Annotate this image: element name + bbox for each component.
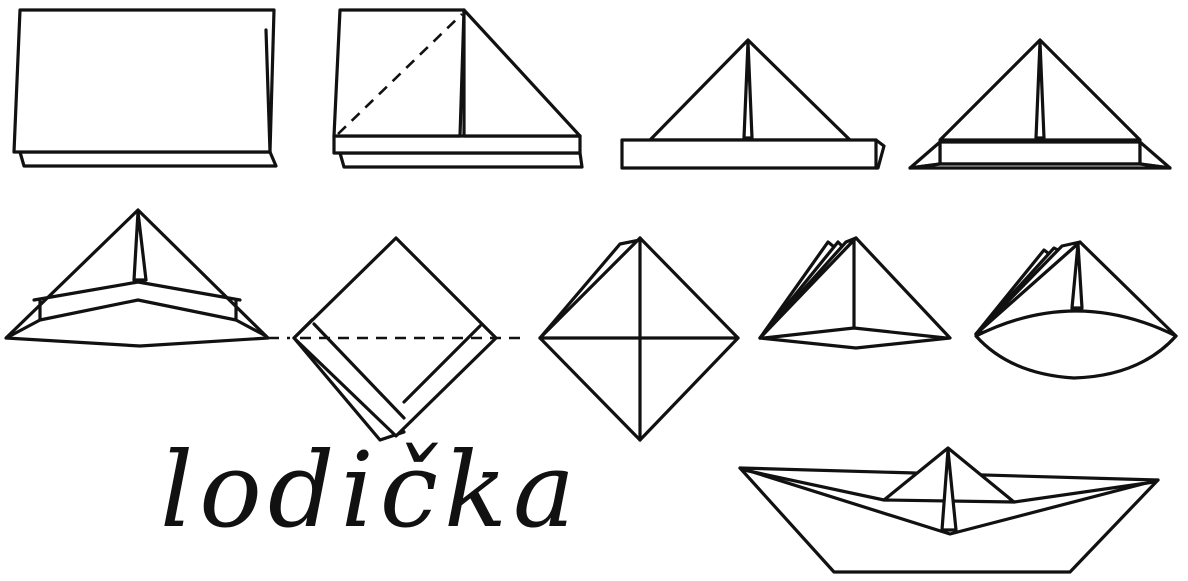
step-1-folded-rectangle-icon (14, 10, 276, 166)
step-2-corner-fold-icon (334, 10, 582, 167)
step-6-diamond-with-flap-icon (294, 238, 520, 440)
step-3-hat-with-brim-icon (622, 40, 884, 168)
step-7-diamond-square-icon (540, 238, 738, 440)
step-5-hat-opened-icon (6, 210, 290, 346)
step-8-triangle-layers-icon (760, 238, 950, 348)
step-10-paper-boat-icon (740, 448, 1158, 572)
title-lodicka: lodička (160, 438, 581, 542)
step-4-hat-folded-corners-icon (910, 40, 1170, 168)
step-9-triangle-pulled-icon (976, 242, 1176, 378)
